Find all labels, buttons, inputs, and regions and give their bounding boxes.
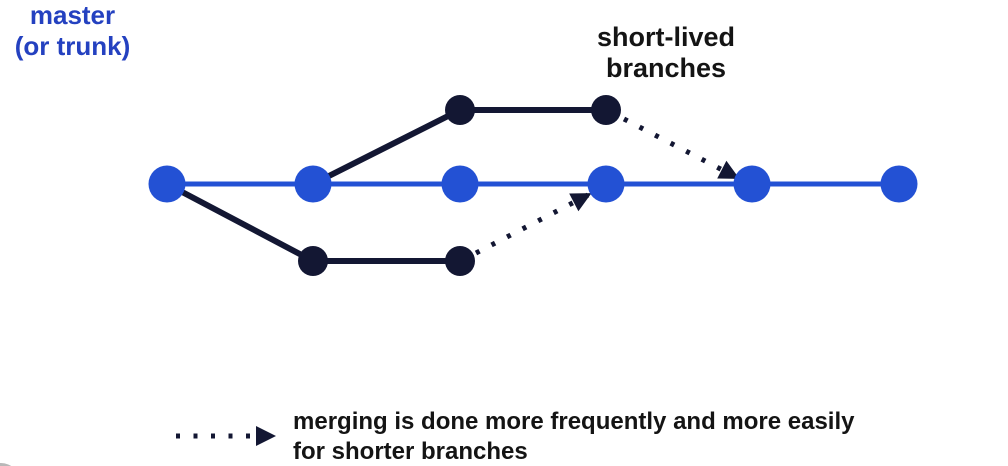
short-lived-branches-label: short-lived branches [566,22,766,84]
corner-artifact-circle [0,463,12,466]
master-commit-node [294,165,332,203]
master-commit-nodes [148,165,918,203]
legend-caption: merging is done more frequently and more… [293,407,854,466]
branch-commit-node [298,246,328,276]
short-lived-branches-label-line2: branches [605,53,727,83]
branch-commit-nodes [298,246,475,276]
master-commit-node [587,165,625,203]
upper-branch-merge-arrow [622,116,740,180]
lower-branch-merge-arrow [474,192,592,256]
master-commit-node [441,165,479,203]
master-branch-label-line2: (or trunk) [14,31,131,61]
master-branch-label: master (or trunk) [0,0,145,62]
branch-commit-node [591,95,621,125]
branch-commit-node [445,246,475,276]
branch-commit-nodes [445,95,621,125]
branch-commit-node [445,95,475,125]
master-commit-node [880,165,918,203]
master-commit-node [148,165,186,203]
legend-caption-line2: for shorter branches [293,438,528,465]
legend-caption-line1: merging is done more frequently and more… [293,408,855,435]
master-commit-node [733,165,771,203]
master-branch-label-line1: master [29,0,116,30]
short-lived-branches-label-line1: short-lived [596,22,736,52]
